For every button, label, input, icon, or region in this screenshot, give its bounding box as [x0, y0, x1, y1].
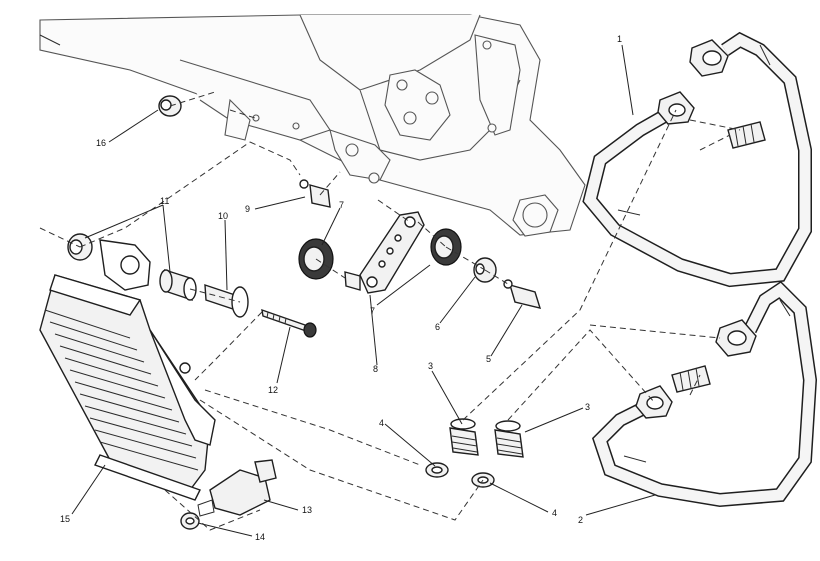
washer-4a [425, 462, 449, 478]
callout-2: 2 [578, 515, 583, 525]
fitting-3a [449, 418, 479, 456]
callout-labels: 1 2 3 3 4 4 5 6 7 7 8 9 10 11 12 13 14 1… [60, 34, 622, 542]
callout-10: 10 [218, 211, 228, 221]
callout-12: 12 [268, 385, 278, 395]
spacer-10 [204, 284, 249, 318]
oil-hose-1 [582, 31, 812, 288]
bushing-11b [159, 268, 197, 302]
callout-15: 15 [60, 514, 70, 524]
washer-14 [180, 512, 200, 530]
callout-16: 16 [96, 138, 106, 148]
callout-14: 14 [255, 532, 265, 542]
callout-7a: 7 [339, 200, 344, 210]
callout-9: 9 [245, 204, 250, 214]
radiator-fins [44, 309, 199, 471]
callout-6: 6 [435, 322, 440, 332]
callout-4a: 4 [379, 418, 384, 428]
callout-1: 1 [617, 34, 622, 44]
stud-9 [299, 179, 331, 208]
callout-4b: 4 [552, 508, 557, 518]
oil-hose-2 [591, 280, 818, 508]
callout-3b: 3 [585, 402, 590, 412]
bolt-5 [503, 279, 542, 309]
callout-11: 11 [160, 196, 169, 206]
bolt-12 [261, 308, 317, 338]
callout-13: 13 [302, 505, 312, 515]
oil-cooler-radiator [39, 239, 216, 501]
bracket-8 [344, 211, 425, 294]
callout-5: 5 [486, 354, 491, 364]
callout-7b: 7 [370, 306, 375, 316]
fitting-3b [494, 420, 524, 458]
leader-lines [71, 44, 656, 537]
assembly-lines [39, 91, 741, 531]
callout-3a: 3 [428, 361, 433, 371]
temp-sensor-13 [197, 459, 277, 517]
callout-8: 8 [373, 364, 378, 374]
frame [39, 14, 586, 237]
